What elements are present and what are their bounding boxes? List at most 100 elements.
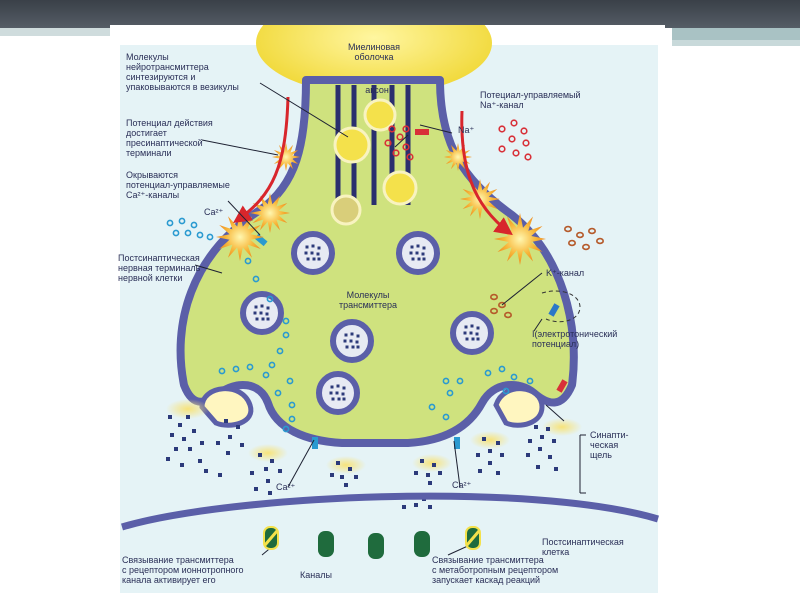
- transmitter-molecule: [250, 471, 254, 475]
- transmitter-molecule: [428, 505, 432, 509]
- calcium-ion: [286, 377, 294, 385]
- sodium-ion: [520, 127, 528, 135]
- sodium-ion: [384, 139, 392, 147]
- calcium-ion: [244, 257, 252, 265]
- transmitter-molecule: [278, 469, 282, 473]
- calcium-ion: [510, 373, 518, 381]
- burst: [272, 143, 300, 171]
- label-myelin: Миелиновая оболочка: [347, 42, 401, 62]
- sodium-ion: [402, 143, 410, 151]
- transmitter-molecule: [432, 463, 436, 467]
- burst: [216, 213, 264, 261]
- transmitter-molecule: [216, 441, 220, 445]
- transmitter-molecule: [496, 471, 500, 475]
- potassium-ion: [567, 239, 576, 247]
- calcium-ion: [282, 317, 290, 325]
- cleft-transmitter-molecules: [166, 415, 558, 509]
- action-potential-arrow-right: [460, 110, 513, 236]
- calcium-ion: [266, 295, 274, 303]
- transmitter-molecule: [226, 451, 230, 455]
- calcium-ion: [166, 219, 174, 227]
- calcium-ions: [166, 217, 534, 433]
- potassium-ion: [497, 301, 506, 309]
- transmitter-molecule: [526, 453, 530, 457]
- sodium-ion: [498, 145, 506, 153]
- axon-vesicle: [330, 194, 362, 226]
- axon-vesicle: [363, 98, 397, 132]
- synapse-diagram: [120, 25, 659, 593]
- slide-accent-bar: [672, 28, 800, 40]
- transmitter-molecule: [552, 439, 556, 443]
- label-nt-synthesis: Молекулы нейротрансмиттера синтезируются…: [126, 52, 239, 92]
- transmitter-molecule: [180, 463, 184, 467]
- transmitter-molecule: [420, 459, 424, 463]
- sodium-ion: [396, 133, 404, 141]
- transmitter-molecule: [264, 467, 268, 471]
- transmitter-molecule: [344, 483, 348, 487]
- label-na-ion: Na⁺: [458, 125, 475, 135]
- transmitter-molecule: [228, 435, 232, 439]
- transmitter-molecule: [488, 449, 492, 453]
- transmitter-molecule: [476, 453, 480, 457]
- synaptic-vesicles: [240, 231, 494, 415]
- synaptic-vesicle: [316, 371, 360, 415]
- transmitter-molecule: [496, 441, 500, 445]
- synaptic-vesicle: [291, 231, 335, 275]
- calcium-ion: [484, 369, 492, 377]
- label-action-potential: Потенциал действия достигает пресинаптич…: [126, 118, 213, 158]
- transmitter-molecule: [548, 455, 552, 459]
- transmitter-molecule: [402, 505, 406, 509]
- transmitter-molecule: [538, 447, 542, 451]
- transmitter-molecule: [186, 415, 190, 419]
- transmitter-molecule: [546, 427, 550, 431]
- calcium-ion: [252, 275, 260, 283]
- calcium-ion: [442, 377, 450, 385]
- postsynaptic-membrane: [121, 492, 659, 531]
- synaptic-vesicle: [450, 311, 494, 355]
- calcium-ion: [288, 401, 296, 409]
- transmitter-molecule: [348, 467, 352, 471]
- calcium-ion: [498, 365, 506, 373]
- calcium-ion: [232, 365, 240, 373]
- calcium-ion: [282, 331, 290, 339]
- calcium-ion: [442, 413, 450, 421]
- label-ca-right: Ca²⁺: [452, 480, 472, 490]
- transmitter-molecule: [258, 453, 262, 457]
- transmitter-molecule: [268, 491, 272, 495]
- transmitter-molecule: [182, 437, 186, 441]
- label-axon: аксон: [365, 85, 389, 95]
- calcium-ion: [184, 229, 192, 237]
- sodium-ion: [406, 153, 414, 161]
- calcium-ion: [428, 403, 436, 411]
- label-ionotropic: Связывание трансмиттера с рецептором ион…: [122, 555, 244, 585]
- transmitter-molecule: [554, 467, 558, 471]
- membrane-channels: [254, 129, 568, 449]
- transmitter-molecule: [266, 479, 270, 483]
- label-postsynaptic-cell: Постсинаптическая клетка: [542, 537, 624, 557]
- transmitter-molecule: [500, 453, 504, 457]
- potassium-ions: [489, 225, 604, 319]
- transmitter-molecule: [528, 439, 532, 443]
- calcium-ion: [172, 229, 180, 237]
- transmitter-molecule: [166, 457, 170, 461]
- synaptic-vesicle: [330, 319, 374, 363]
- synaptic-vesicle: [240, 291, 284, 335]
- transmitter-molecule: [170, 433, 174, 437]
- sodium-ion: [392, 149, 400, 157]
- potassium-ion: [489, 307, 498, 315]
- transmitter-molecule: [488, 461, 492, 465]
- fusing-vesicle-right: [493, 386, 545, 428]
- label-k-channel: K⁺-канал: [546, 268, 585, 278]
- transmitter-molecule: [482, 437, 486, 441]
- calcium-ion: [282, 425, 290, 433]
- sodium-ion: [388, 125, 396, 133]
- calcium-ion: [446, 389, 454, 397]
- transmitter-molecule: [224, 419, 228, 423]
- label-ca-channels-open: Окрываются потенциал-управляемые Ca²⁺-ка…: [126, 170, 230, 200]
- transmitter-molecule: [204, 469, 208, 473]
- transmitter-molecule: [174, 447, 178, 451]
- transmitter-molecule: [438, 471, 442, 475]
- potassium-ion: [595, 237, 604, 245]
- calcium-ion: [502, 387, 510, 395]
- transmitter-molecule: [414, 471, 418, 475]
